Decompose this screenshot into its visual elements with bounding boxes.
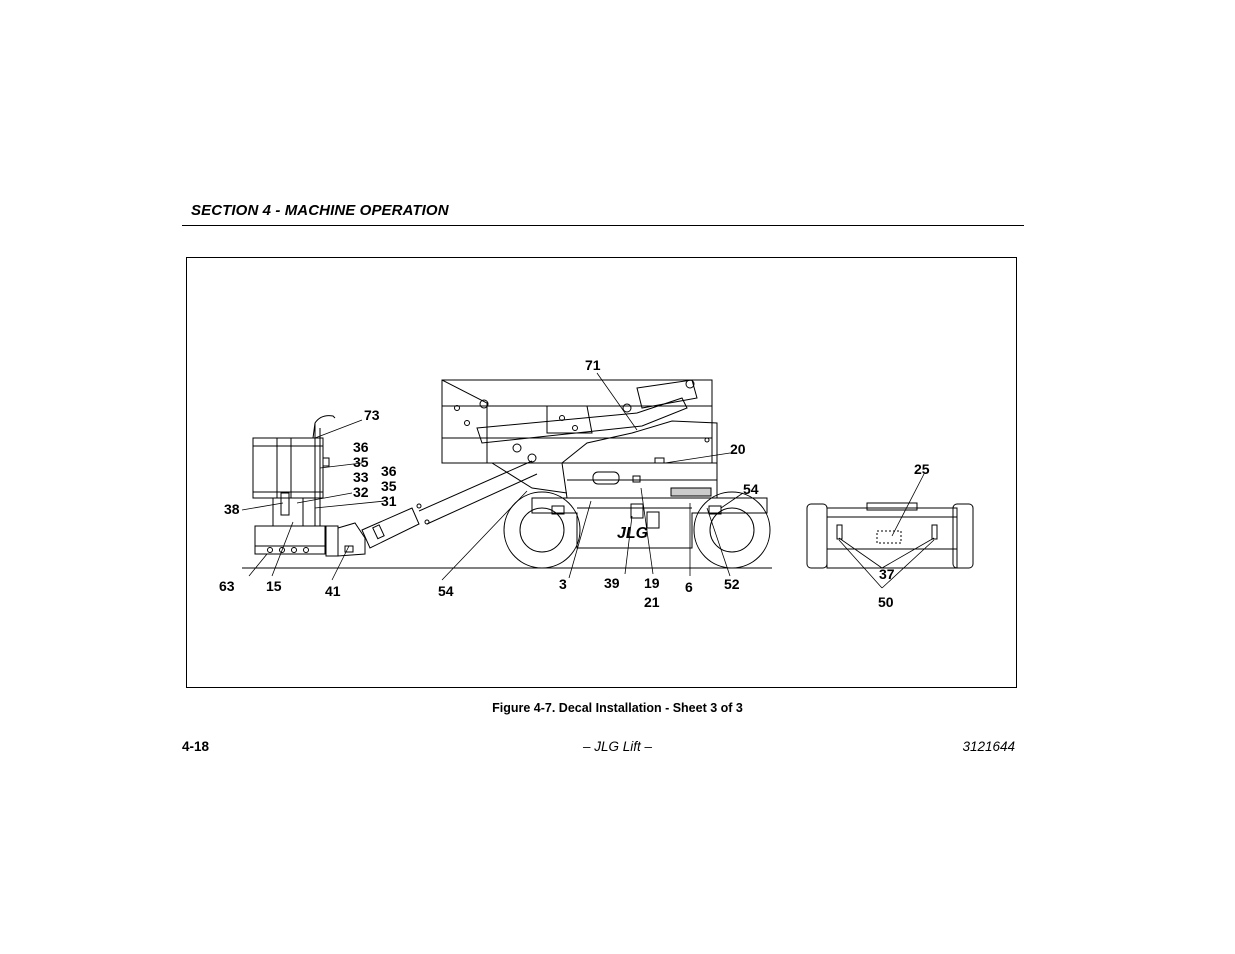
section-title: SECTION 4 - MACHINE OPERATION (191, 202, 449, 219)
callout-73: 73 (364, 407, 380, 423)
callout-20: 20 (730, 441, 746, 457)
callout-21: 21 (644, 594, 660, 610)
callout-41: 41 (325, 583, 341, 599)
page-number: 4-18 (182, 739, 210, 754)
callout-39: 39 (604, 575, 620, 591)
callout-6: 6 (685, 579, 693, 595)
lower-boom (476, 379, 698, 494)
callout-50: 50 (878, 594, 894, 610)
chassis-jlg-logo: JLG (617, 525, 648, 542)
callout-32: 32 (353, 484, 369, 500)
document-number: 3121644 (962, 739, 1015, 754)
leader-lines (241, 372, 935, 589)
rear-wheel (503, 491, 581, 569)
callout-35-b: 35 (381, 478, 397, 494)
callouts: 73 36 35 33 32 36 35 31 38 63 15 41 54 7… (219, 357, 930, 610)
end-view (806, 502, 974, 569)
callout-36-b: 36 (381, 463, 397, 479)
footer-title: – JLG Lift – (582, 739, 653, 754)
callout-54: 54 (438, 583, 454, 599)
chassis (531, 497, 768, 549)
front-wheel (693, 491, 771, 569)
callout-33: 33 (353, 469, 369, 485)
platform-basket (252, 415, 336, 555)
upper-boom (441, 379, 713, 464)
callout-25: 25 (914, 461, 930, 477)
callout-38: 38 (224, 501, 240, 517)
header-rule (182, 225, 1024, 226)
callout-63: 63 (219, 578, 235, 594)
jib (361, 460, 538, 549)
decal-installation-figure: JLG (186, 257, 1017, 688)
figure-caption: Figure 4-7. Decal Installation - Sheet 3… (492, 701, 743, 715)
callout-52: 52 (724, 576, 740, 592)
callout-37: 37 (879, 566, 895, 582)
callout-19: 19 (644, 575, 660, 591)
machine-drawing: JLG (219, 357, 974, 610)
callout-71: 71 (585, 357, 601, 373)
callout-54-b: 54 (743, 481, 759, 497)
platform-rotator (325, 522, 366, 557)
callout-36: 36 (353, 439, 369, 455)
callout-35: 35 (353, 454, 369, 470)
callout-31: 31 (381, 493, 397, 509)
callout-15: 15 (266, 578, 282, 594)
callout-3: 3 (559, 576, 567, 592)
